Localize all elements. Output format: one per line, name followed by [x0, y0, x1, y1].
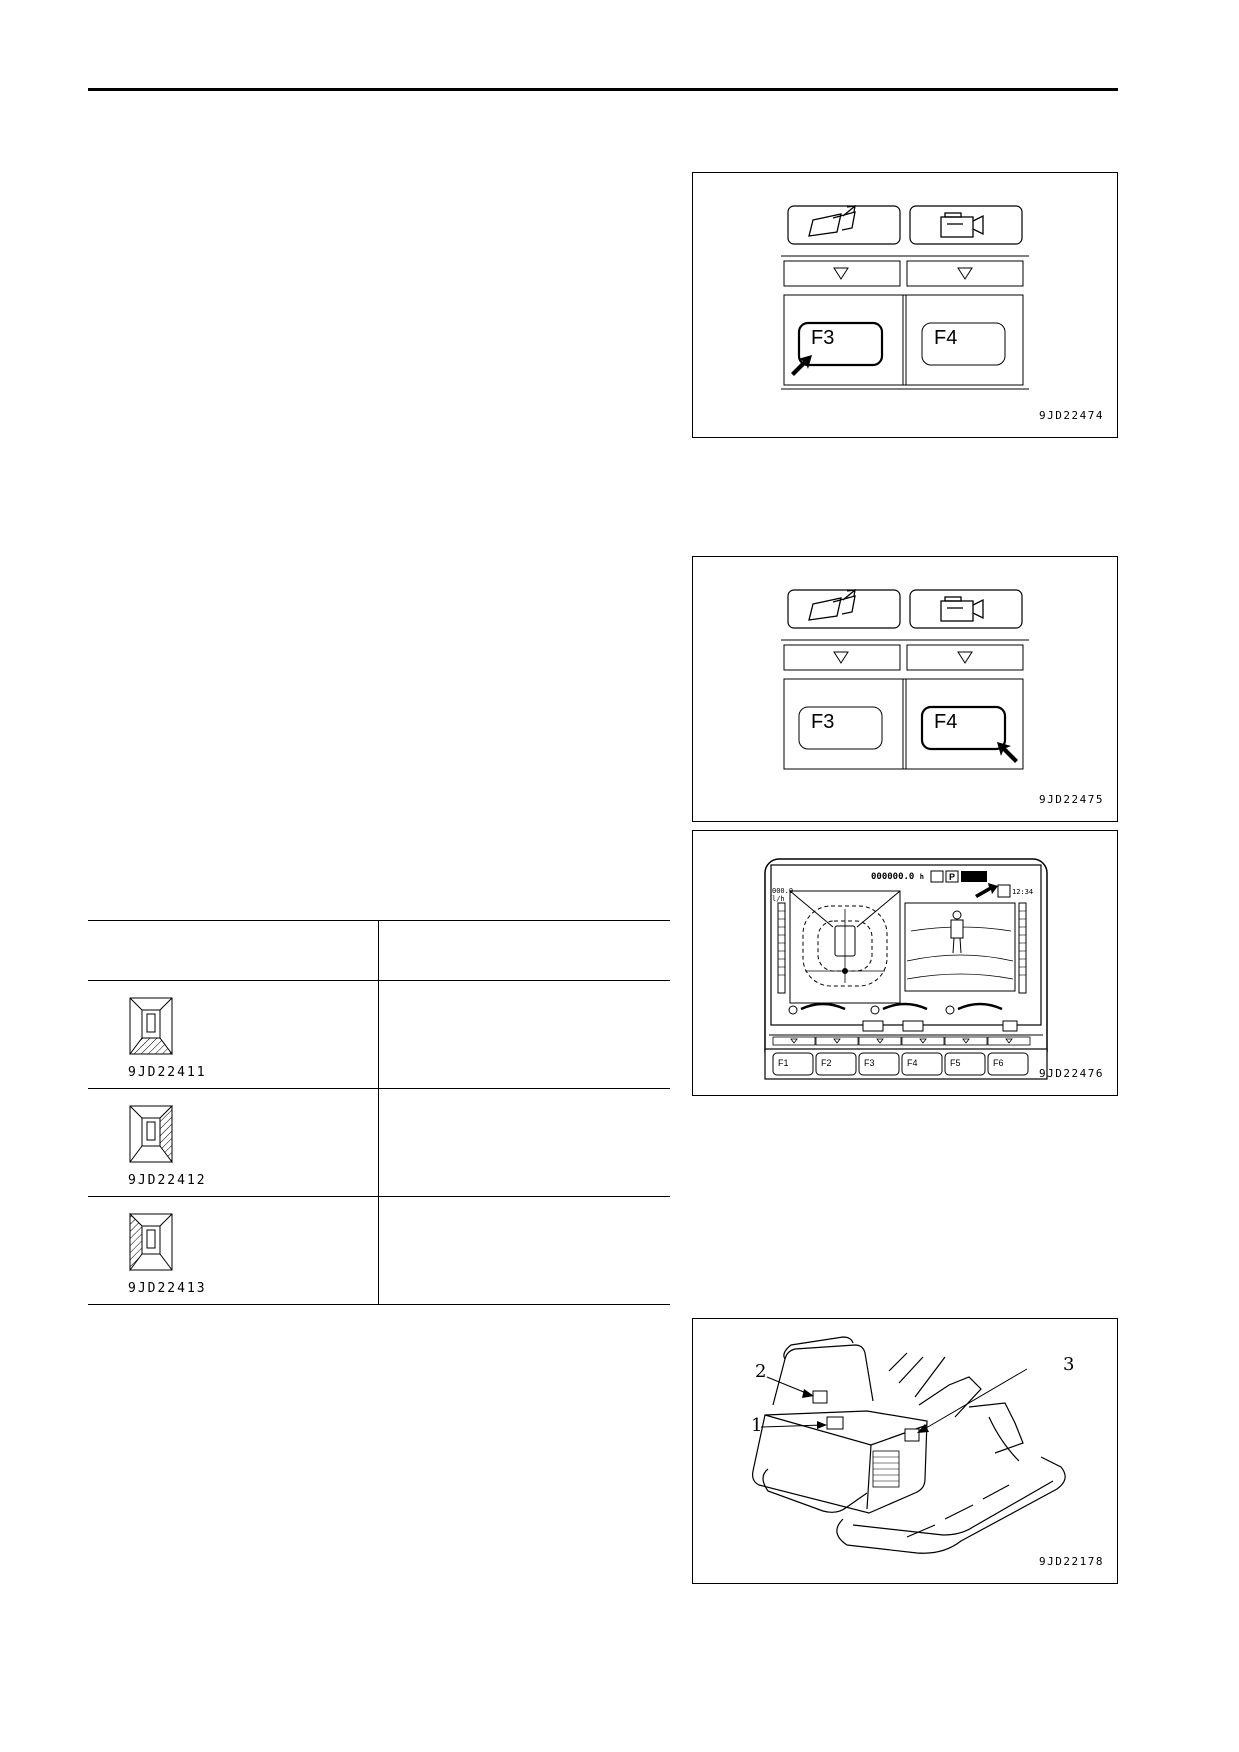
monitor-illustration: P [764, 858, 1048, 1080]
table-rule [88, 1088, 670, 1089]
mirror-switch-icon [862, 1020, 884, 1032]
callout-line [760, 1424, 824, 1428]
f4-label: F4 [934, 711, 958, 733]
f3-key-pressed [797, 321, 884, 367]
callout-3: 3 [1063, 1354, 1075, 1375]
fkey-f5: F5 [950, 1058, 961, 1068]
figure-code: 9JD22474 [1039, 409, 1104, 422]
camera-view-left-icon [129, 1212, 173, 1272]
fkey-f2: F2 [821, 1058, 832, 1068]
f4-key-pressed [920, 705, 1007, 751]
camera-2-icon [812, 1390, 828, 1404]
table-row: 9JD22411 [128, 996, 207, 1080]
mirror-switch-icon [787, 205, 901, 245]
camera-icon [940, 212, 984, 238]
camera-view-icon [997, 884, 1011, 898]
down-triangle-icon [906, 260, 1024, 287]
f3-key-illustration [781, 205, 1029, 390]
press-arrow-icon [975, 883, 998, 898]
table-row: 9JD22412 [128, 1104, 207, 1188]
icon-code: 9JD22412 [128, 1173, 207, 1188]
f4-label: F4 [934, 327, 958, 349]
fkey-f3: F3 [864, 1058, 875, 1068]
excavator-illustration [752, 1336, 1066, 1554]
table-divider [378, 920, 379, 1304]
figure-machine-cameras: 1 2 3 9JD22178 [692, 1318, 1118, 1584]
camera-icon [940, 596, 984, 622]
camera-view-rear-icon [129, 997, 173, 1055]
mirror-switch-icon [808, 589, 856, 621]
icon-code: 9JD22413 [128, 1281, 207, 1296]
camera-view-right-icon [129, 1104, 173, 1164]
fkey-f4: F4 [907, 1058, 918, 1068]
down-triangle-icon [783, 644, 901, 671]
camera-icon [902, 1020, 924, 1032]
fkey-f6: F6 [993, 1058, 1004, 1068]
mirror-switch-icon [808, 205, 856, 237]
press-arrow-icon [997, 742, 1018, 763]
fkey-labels: F1 F2 F3 F4 F5 F6 [773, 1053, 1031, 1075]
callout-2: 2 [755, 1361, 767, 1382]
svg-text:P: P [949, 872, 955, 882]
table-rule [88, 980, 670, 981]
press-arrow-icon [791, 355, 812, 376]
down-triangle-icon [906, 644, 1024, 671]
parking-icon [945, 870, 959, 883]
hour-meter: 000000.0 h [871, 872, 924, 882]
header-rule [88, 88, 1118, 91]
table-rule [88, 920, 670, 921]
camera-3-icon [904, 1428, 920, 1442]
clock: 12:34 [1012, 888, 1034, 896]
figure-code: 9JD22476 [1039, 1067, 1104, 1080]
table-rule [88, 1196, 670, 1197]
camera-view-table: 9JD22411 9JD22412 9JD22413 [88, 920, 670, 1310]
icon-code: 9JD22411 [128, 1065, 207, 1080]
figure-monitor: P [692, 830, 1118, 1096]
lock-icon [930, 870, 944, 883]
f3-label: F3 [811, 327, 835, 349]
down-triangle-icon [783, 260, 901, 287]
callout-1: 1 [751, 1415, 763, 1436]
figure-f3-key: F3 F4 9JD22474 [692, 172, 1118, 438]
figure-code: 9JD22475 [1039, 793, 1104, 806]
f4-key-illustration [781, 589, 1029, 770]
figure-f4-key: F3 F4 9JD22475 [692, 556, 1118, 822]
table-rule [88, 1304, 670, 1305]
camera-1-icon [826, 1416, 844, 1430]
fkey-f1: F1 [778, 1058, 789, 1068]
menu-icon [1002, 1020, 1018, 1032]
callout-line [920, 1368, 1028, 1432]
fuel-consumption-readout: 000.0 l/h [772, 887, 794, 903]
person-icon [952, 910, 962, 920]
figure-code: 9JD22178 [1039, 1555, 1104, 1568]
f3-label: F3 [811, 711, 835, 733]
table-row: 9JD22413 [128, 1212, 207, 1296]
mode-icon [961, 871, 987, 882]
